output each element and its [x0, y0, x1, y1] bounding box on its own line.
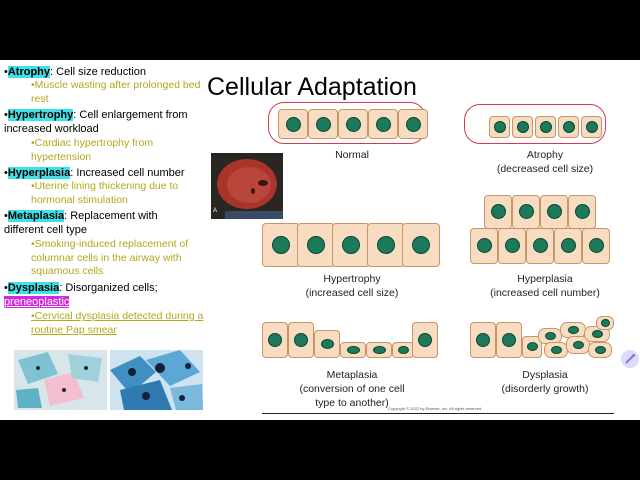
term-metaplasia: Metaplasia	[7, 210, 65, 222]
caption-hyperplasia: Hyperplasia(increased cell number)	[490, 273, 600, 299]
figure-copyright: Copyright © 2022 by Elsevier, Inc. All r…	[388, 406, 483, 411]
caption-dysplasia: Dysplasia(disorderly growth)	[501, 369, 589, 395]
example-hypertrophy: •Cardiac hypertrophy from hypertension	[31, 137, 154, 163]
slide-title: Cellular Adaptation	[207, 73, 417, 101]
example-metaplasia: •Smoking-induced replacement of columnar…	[31, 238, 189, 277]
preneoplastic-label: preneoplastic	[4, 296, 70, 308]
caption-atrophy: Atrophy(decreased cell size)	[496, 149, 594, 175]
photo-marker: A	[213, 208, 218, 214]
example-dysplasia: •Cervical dysplasia detected during a ro…	[31, 310, 204, 336]
bullet-hyperplasia: •Hyperplasia: Increased cell number	[4, 167, 185, 179]
slide: •Atrophy: Cell size reduction •Muscle wa…	[0, 60, 640, 420]
example-hyperplasia: •Uterine lining thickening due to hormon…	[31, 180, 179, 206]
caption-hypertrophy: Hypertrophy(increased cell size)	[305, 273, 399, 299]
term-hyperplasia: Hyperplasia	[7, 167, 71, 179]
bullet-dysplasia: •Dysplasia: Disorganized cells; preneopl…	[4, 282, 158, 308]
term-atrophy: Atrophy	[7, 66, 51, 78]
pap-smear-micrograph-normal	[14, 350, 107, 410]
bullet-metaplasia: •Metaplasia: Replacement with different …	[4, 210, 158, 236]
pap-smear-micrograph-dysplastic	[110, 350, 203, 410]
term-hypertrophy: Hypertrophy	[7, 109, 74, 121]
bullet-atrophy: •Atrophy: Cell size reduction	[4, 66, 147, 78]
pencil-icon[interactable]	[621, 350, 639, 368]
example-atrophy: •Muscle wasting after prolonged bed rest	[31, 79, 201, 105]
term-dysplasia: Dysplasia	[7, 282, 60, 294]
heart-specimen-photo: A	[211, 153, 283, 219]
atrophy-outline	[464, 104, 606, 144]
bullet-hypertrophy: •Hypertrophy: Cell enlargement from incr…	[4, 109, 188, 135]
figure-divider	[262, 413, 614, 414]
caption-normal: Normal	[335, 149, 369, 161]
